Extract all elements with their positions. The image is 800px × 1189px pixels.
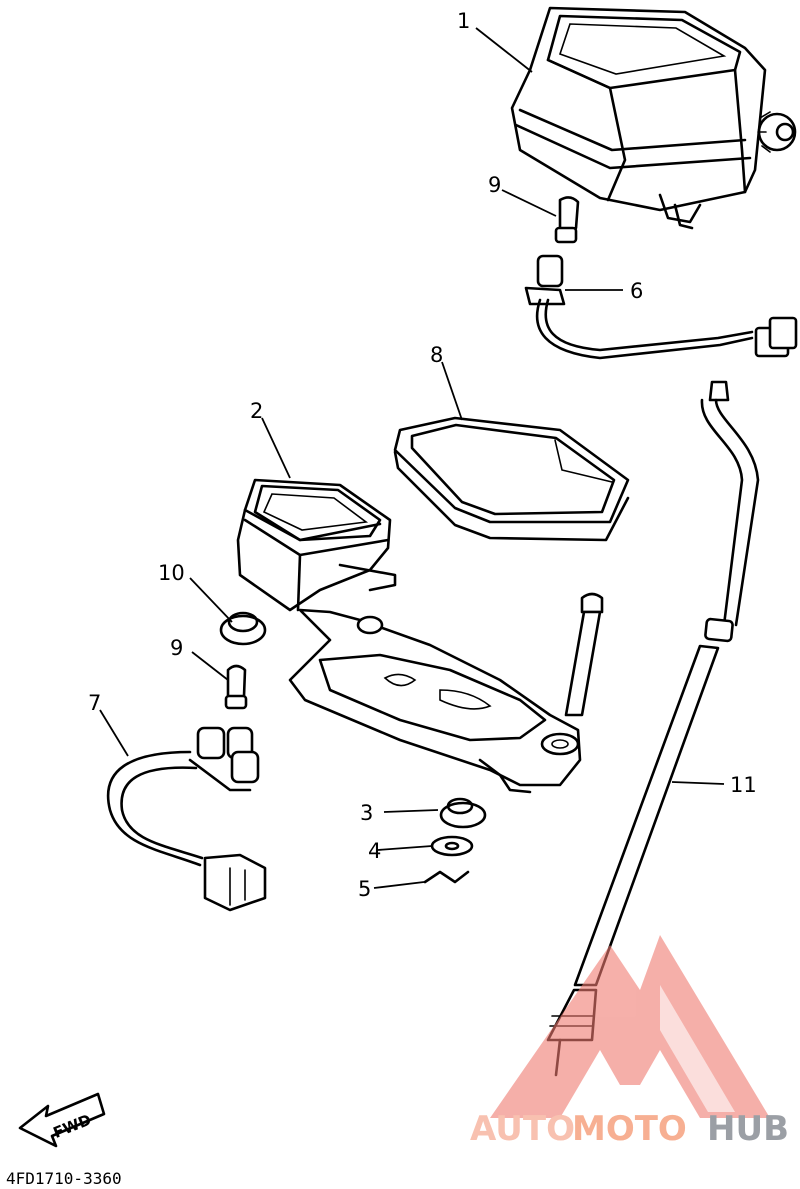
meter-housing-bracket	[236, 478, 582, 794]
bulb-upper	[554, 196, 580, 244]
part-label-1: 1	[457, 9, 470, 33]
part-label-10: 10	[158, 561, 185, 585]
part-label-9-lower: 9	[170, 636, 183, 660]
bulb-lower	[224, 664, 248, 710]
part-label-3: 3	[360, 801, 373, 825]
mounting-bolt	[564, 592, 604, 717]
damper-washer-clip	[423, 797, 487, 884]
socket-harness	[106, 726, 267, 912]
part-label-4: 4	[368, 839, 381, 863]
part-label-2: 2	[250, 399, 263, 423]
part-label-9-upper: 9	[488, 173, 501, 197]
watermark-logo: AUTO MOTO HUB	[470, 935, 789, 1149]
speedometer-assembly	[510, 6, 797, 230]
part-label-6: 6	[630, 279, 643, 303]
part-label-11: 11	[730, 773, 757, 797]
logo-triangle-icon	[490, 935, 770, 1118]
drawing-code: 4FD1710-3360	[6, 1169, 122, 1188]
part-label-7: 7	[88, 691, 101, 715]
part-labels: 1 2 3 4 5 6 7 8 9 9 10 11	[88, 9, 757, 901]
watermark-auto: AUTO	[470, 1109, 575, 1149]
watermark-hub: HUB	[707, 1109, 789, 1149]
gasket-ring	[393, 416, 630, 542]
grommet	[219, 611, 267, 646]
leader-lines	[99, 27, 725, 889]
bulb-socket-lead	[524, 254, 798, 360]
watermark-moto: MOTO	[572, 1109, 687, 1149]
part-label-5: 5	[358, 877, 371, 901]
part-label-8: 8	[430, 343, 443, 367]
fwd-arrow: FWD	[18, 1092, 106, 1148]
